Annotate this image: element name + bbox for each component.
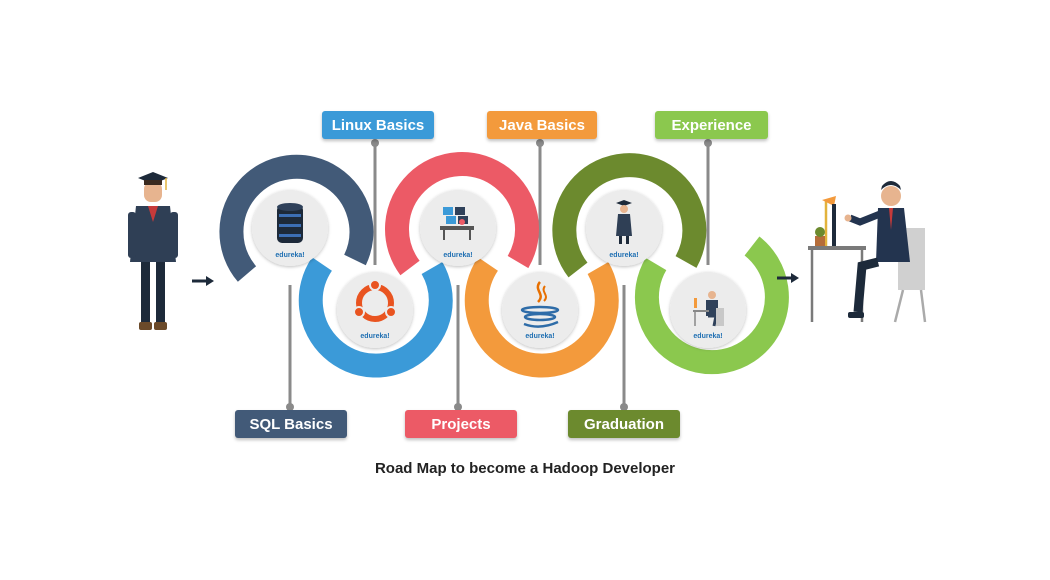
database-icon — [277, 203, 303, 243]
graduate-student-icon — [128, 172, 178, 330]
arc-linux — [298, 257, 453, 378]
professional-icon — [693, 291, 724, 327]
label-projects: Projects — [405, 410, 517, 438]
label-sql-basics: SQL Basics — [235, 410, 347, 438]
edureka-logo: edureka! — [443, 252, 472, 259]
edureka-logo: edureka! — [693, 333, 722, 340]
arc-java — [464, 257, 619, 378]
developer-at-desk-icon — [808, 181, 927, 323]
label-graduation: Graduation — [568, 410, 680, 438]
edureka-logo: edureka! — [525, 333, 554, 340]
arc-graduation — [552, 153, 707, 278]
label-experience: Experience — [655, 111, 768, 139]
connector-lines — [288, 143, 710, 407]
label-linux-basics: Linux Basics — [322, 111, 434, 139]
label-java-basics: Java Basics — [487, 111, 597, 139]
projects-icon — [440, 207, 474, 240]
arrow-right-icon — [192, 276, 214, 286]
arc-sql — [219, 154, 374, 282]
arc-projects — [385, 152, 539, 276]
edureka-logo: edureka! — [275, 252, 304, 259]
linux-icon — [353, 279, 397, 322]
graduate-icon — [616, 200, 632, 244]
arrow-right-icon — [777, 273, 799, 283]
edureka-logo: edureka! — [609, 252, 638, 259]
edureka-logo: edureka! — [360, 333, 389, 340]
diagram-title: Road Map to become a Hadoop Developer — [374, 460, 676, 477]
java-icon — [520, 281, 560, 328]
arc-experience — [634, 236, 789, 375]
